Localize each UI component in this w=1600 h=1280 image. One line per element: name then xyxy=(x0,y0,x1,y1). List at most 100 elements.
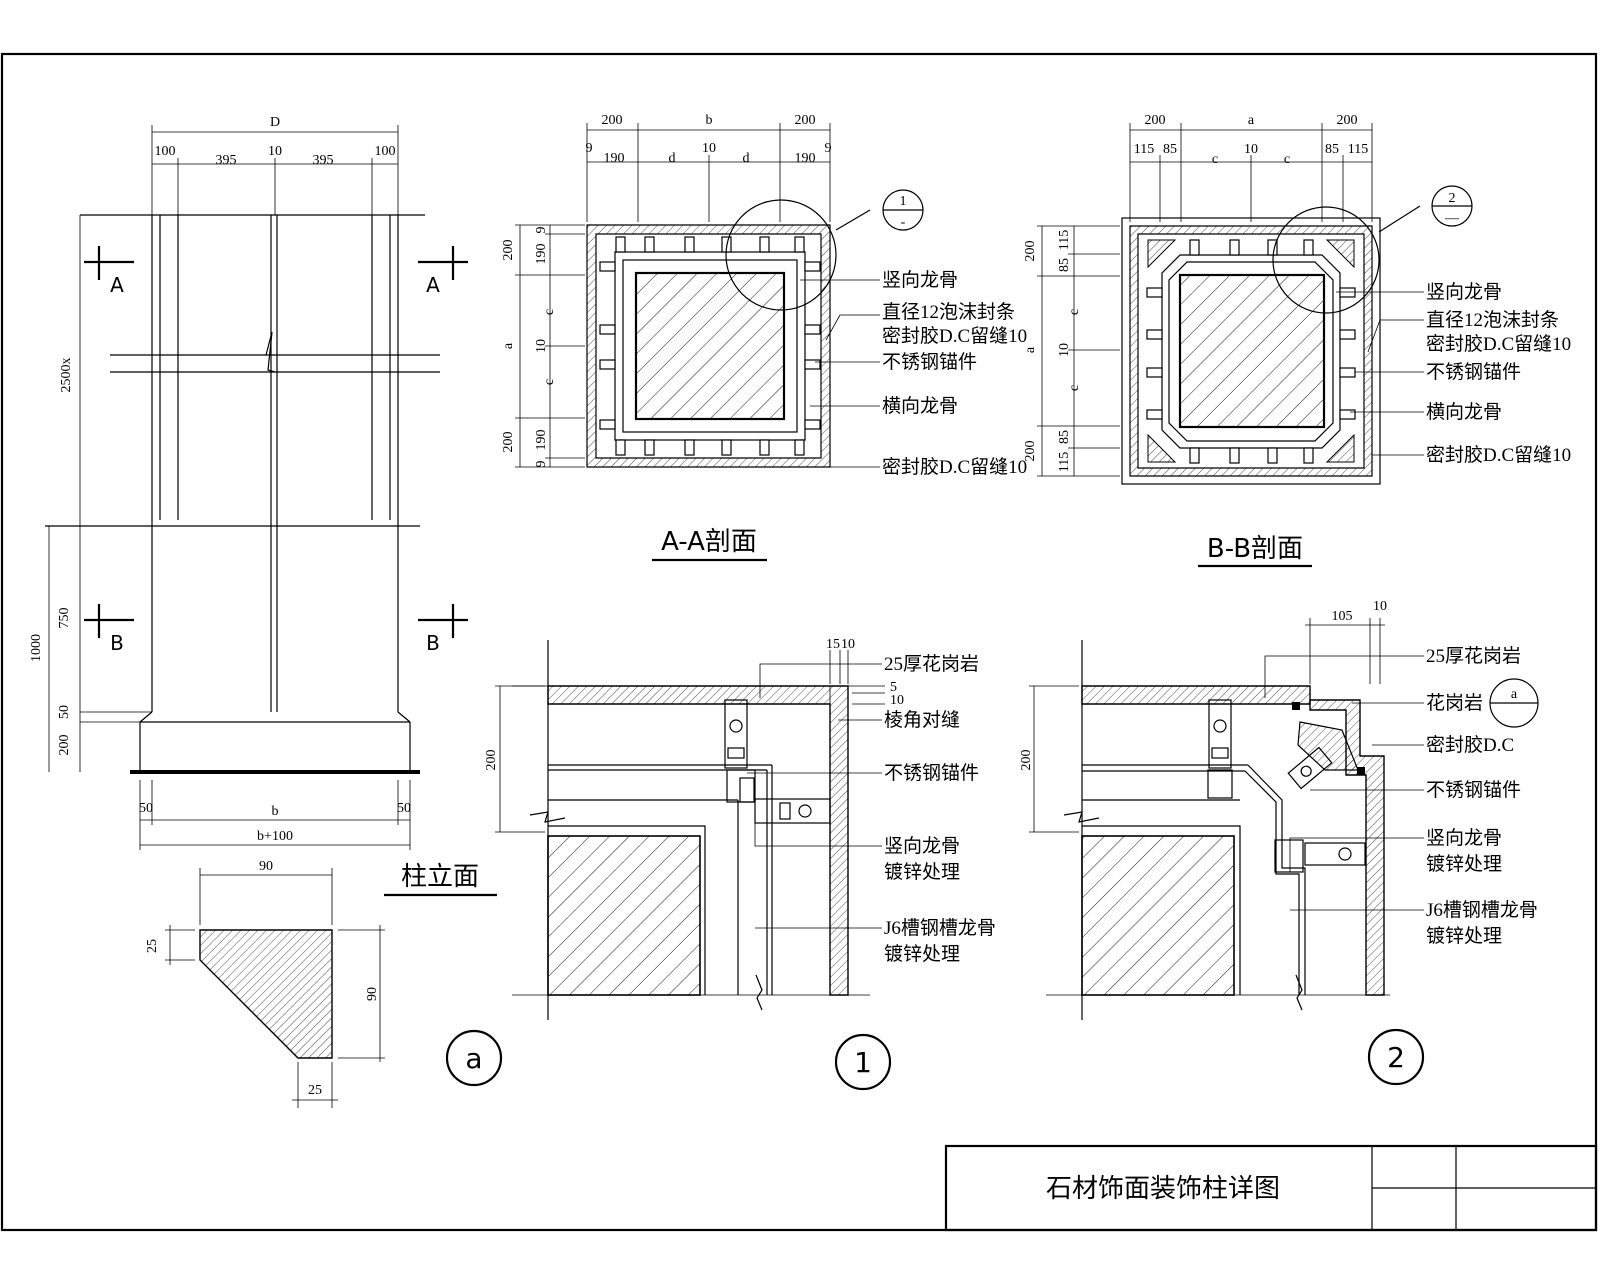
bb-label-5: 密封胶D.C留缝10 xyxy=(1426,444,1571,466)
bb-dim-left-8: 115 xyxy=(1057,452,1072,472)
aa-dim-top2-4: d xyxy=(743,151,750,166)
bb-label-0: 竖向龙骨 xyxy=(1426,281,1502,303)
bb-dim-top2-1: 85 xyxy=(1163,142,1177,157)
d2-label-4: 竖向龙骨 xyxy=(1426,827,1502,849)
elev-dim-left-1: 750 xyxy=(57,608,72,629)
d1-dim-left: 200 xyxy=(484,750,499,771)
bb-dim-top2-0: 115 xyxy=(1134,142,1154,157)
d2-label-2: 密封胶D.C xyxy=(1426,734,1514,756)
detail-a-marker-label: a xyxy=(465,1042,482,1075)
d2-label-0: 25厚花岗岩 xyxy=(1426,645,1521,667)
sheet-border xyxy=(0,52,1598,1232)
d1-dim-top-0: 15 xyxy=(826,637,840,652)
d1-dim-right-0: 5 xyxy=(890,680,897,695)
bb-callout-num: 2 xyxy=(1449,191,1456,206)
bb-dim-left-5: 10 xyxy=(1057,343,1072,357)
section-mark-a-left: A xyxy=(110,273,124,297)
d2-dim-top-0: 105 xyxy=(1332,609,1353,624)
d2-label-5: 镀锌处理 xyxy=(1426,853,1502,875)
detail-a-dim-3: 25 xyxy=(308,1083,322,1098)
aa-dim-left-5: c xyxy=(542,379,557,385)
elev-dim-bottom-1: b xyxy=(272,804,279,819)
detail-a: 90 25 90 25 a xyxy=(145,859,503,1108)
elev-dim-total: D xyxy=(270,115,280,130)
elev-dim-bottom-total: b+100 xyxy=(257,829,293,844)
elev-dim-1: 395 xyxy=(216,153,237,168)
aa-label-0: 竖向龙骨 xyxy=(882,269,958,291)
d1-label-6: 镀锌处理 xyxy=(884,943,960,965)
d2-label-7: 镀锌处理 xyxy=(1426,925,1502,947)
title-block: 石材饰面装饰柱详图 xyxy=(944,1144,1598,1232)
aa-dim-left-3: c xyxy=(542,309,557,315)
elev-dim-left-0: 1000 xyxy=(29,634,44,662)
bb-dim-left-4: c xyxy=(1067,309,1082,315)
detail-2: 200 105 10 25厚花岗岩 花岗岩 a 密封胶D.C 不锈钢锚件 竖向龙… xyxy=(1019,599,1539,1086)
aa-dim-top-2: 200 xyxy=(795,113,816,128)
aa-dim-top2-5: 190 xyxy=(795,151,816,166)
d2-label-1: 花岗岩 xyxy=(1426,692,1483,714)
d1-dim-right-1: 10 xyxy=(890,693,904,708)
bb-dim-left-7: 200 xyxy=(1023,441,1038,462)
detail-1-marker-label: 1 xyxy=(854,1046,872,1079)
bb-dim-top2-4: c xyxy=(1284,152,1290,167)
bb-dim-left-2: 115 xyxy=(1057,230,1072,250)
bb-dim-top2-6: 115 xyxy=(1348,142,1368,157)
aa-label-1: 直径12泡沫封条 xyxy=(882,301,1015,323)
bb-dim-top-0: 200 xyxy=(1145,113,1166,128)
d2-label-3: 不锈钢锚件 xyxy=(1426,779,1521,801)
aa-dim-top2-0: 9 xyxy=(586,141,593,156)
column-elevation: D 100 395 10 395 100 2500x 1000 750 xyxy=(29,115,497,897)
d2-dim-left: 200 xyxy=(1019,750,1034,771)
detail-2-marker-label: 2 xyxy=(1387,1041,1405,1074)
section-mark-b-right: B xyxy=(426,631,440,655)
elev-dim-4: 100 xyxy=(375,144,396,159)
aa-dim-left-8: 9 xyxy=(534,227,549,234)
aa-dim-left-1: 190 xyxy=(534,244,549,265)
detail-1: 200 15 10 5 10 25厚花岗岩 棱角对缝 不锈钢锚件 竖向龙骨 镀锌… xyxy=(484,637,996,1091)
section-bb-title: B-B剖面 xyxy=(1207,534,1303,564)
aa-dim-top2-3: 10 xyxy=(702,141,716,156)
detail-1-marker xyxy=(834,1033,892,1091)
aa-callout-num: 1 xyxy=(900,194,907,209)
bb-dim-left-3: a xyxy=(1023,346,1038,353)
section-bb: 2 — 200 a 200 115 85 c 10 c 85 115 200 8… xyxy=(1023,113,1571,568)
bb-dim-top2-2: c xyxy=(1212,152,1218,167)
bb-callout-den: — xyxy=(1444,211,1460,226)
aa-dim-left-7: 190 xyxy=(534,430,549,451)
elev-dim-2: 10 xyxy=(268,144,282,159)
elev-dim-3: 395 xyxy=(313,153,334,168)
d1-label-0: 25厚花岗岩 xyxy=(884,653,979,675)
aa-dim-top-0: 200 xyxy=(602,113,623,128)
bb-dim-left-1: 85 xyxy=(1057,258,1072,272)
d1-label-1: 棱角对缝 xyxy=(884,709,960,731)
sheet-title: 石材饰面装饰柱详图 xyxy=(1046,1174,1280,1204)
bb-label-1: 直径12泡沫封条 xyxy=(1426,309,1559,331)
aa-label-3: 不锈钢锚件 xyxy=(882,351,977,373)
aa-dim-left-0: 200 xyxy=(501,240,516,261)
aa-dim-left-2: a xyxy=(501,342,516,349)
bb-label-4: 横向龙骨 xyxy=(1426,401,1502,423)
section-mark-b-left: B xyxy=(110,631,124,655)
elevation-title: 柱立面 xyxy=(401,862,479,892)
d1-label-3: 竖向龙骨 xyxy=(884,835,960,857)
detail-a-dim-1: 25 xyxy=(145,939,160,953)
elev-dim-left-3: 200 xyxy=(57,735,72,756)
elev-dim-0: 100 xyxy=(155,144,176,159)
elev-dim-bottom-0: 50 xyxy=(139,801,153,816)
bb-dim-top-1: a xyxy=(1248,113,1255,128)
detail-a-dim-0: 90 xyxy=(259,859,273,874)
bb-dim-left-9: 85 xyxy=(1057,430,1072,444)
aa-dim-top2-6: 9 xyxy=(825,141,832,156)
bb-dim-left-0: 200 xyxy=(1023,241,1038,262)
d1-label-2: 不锈钢锚件 xyxy=(884,762,979,784)
elev-dim-left-2: 50 xyxy=(57,705,72,719)
d1-label-4: 镀锌处理 xyxy=(884,861,960,883)
d1-label-5: J6槽钢槽龙骨 xyxy=(884,917,996,939)
section-mark-a-right: A xyxy=(426,273,440,297)
elev-dim-left-total: 2500x xyxy=(59,358,74,393)
bb-dim-top-2: 200 xyxy=(1337,113,1358,128)
bb-dim-top2-3: 10 xyxy=(1244,142,1258,157)
aa-dim-top-1: b xyxy=(706,113,713,128)
aa-label-4: 横向龙骨 xyxy=(882,395,958,417)
